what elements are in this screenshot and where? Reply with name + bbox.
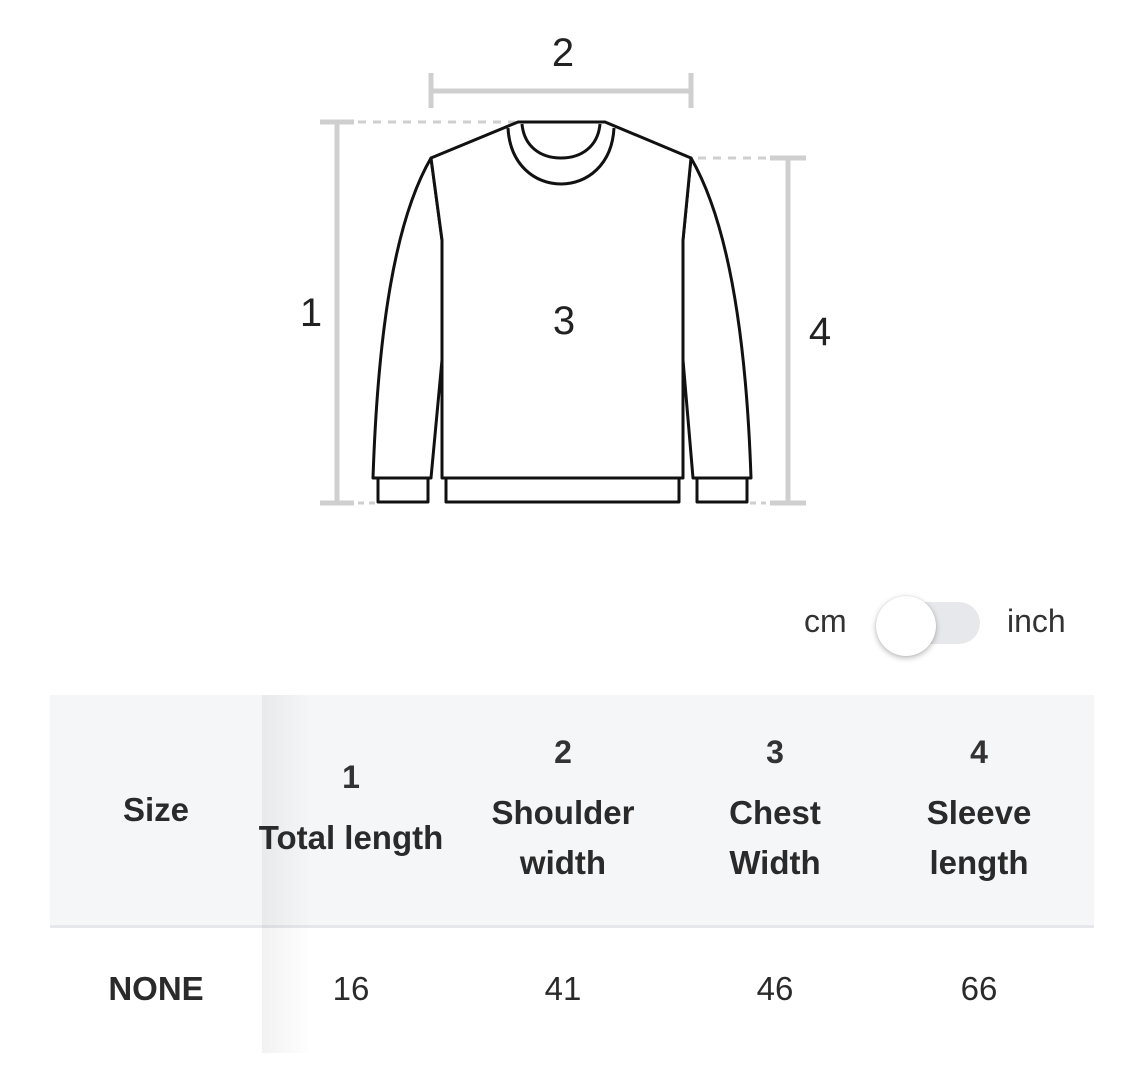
cell-total-length: 16: [332, 970, 370, 1007]
header-label: Chest Width: [729, 794, 821, 881]
cell-size: NONE: [108, 970, 204, 1007]
sweater-measurement-diagram: 2 1 3 4: [300, 31, 831, 506]
column-size: Size NONE: [50, 695, 262, 1053]
column-chest-width: 3 Chest Width 46: [686, 695, 864, 1053]
table-header-background: [50, 695, 1094, 925]
measurement-guides: [320, 73, 806, 506]
cell-chest-width: 46: [756, 970, 794, 1007]
column-total-length: 1 Total length 16: [259, 695, 444, 1053]
unit-switch[interactable]: [876, 596, 984, 656]
header-number: 4: [970, 734, 988, 770]
header-label: Shoulder width: [491, 794, 635, 881]
header-number: 3: [766, 734, 784, 770]
diagram-label-2: 2: [552, 31, 574, 75]
diagram-label-4: 4: [809, 310, 831, 354]
table-header-cell: 3 Chest Width: [686, 695, 864, 925]
diagram-label-3: 3: [553, 299, 575, 343]
size-column-shadow: [262, 695, 312, 1053]
header-label: Sleeve length: [926, 794, 1032, 881]
table-header-cell: 2 Shoulder width: [440, 695, 686, 925]
cell-shoulder-width: 41: [544, 970, 582, 1007]
switch-knob: [876, 596, 936, 656]
unit-label-inch: inch: [1007, 603, 1066, 639]
table-header-cell: Size: [50, 695, 262, 925]
unit-label-cm: cm: [804, 603, 847, 639]
cell-sleeve-length: 66: [960, 970, 998, 1007]
unit-toggle: cm inch: [780, 590, 1100, 660]
header-number: 1: [342, 759, 360, 795]
size-table: Size NONE 1 Total length 16 2 Shoulder w…: [50, 695, 1094, 1055]
diagram-label-1: 1: [300, 291, 322, 335]
table-header-divider: [50, 925, 1094, 928]
sweater-outline: [371, 120, 753, 504]
header-label-size: Size: [122, 791, 190, 828]
column-sleeve-length: 4 Sleeve length 66: [864, 695, 1094, 1053]
header-number: 2: [554, 734, 572, 770]
table-header-cell: 1 Total length: [259, 695, 444, 925]
header-label: Total length: [258, 819, 444, 856]
table-header-cell: 4 Sleeve length: [864, 695, 1094, 925]
column-shoulder-width: 2 Shoulder width 41: [440, 695, 686, 1053]
